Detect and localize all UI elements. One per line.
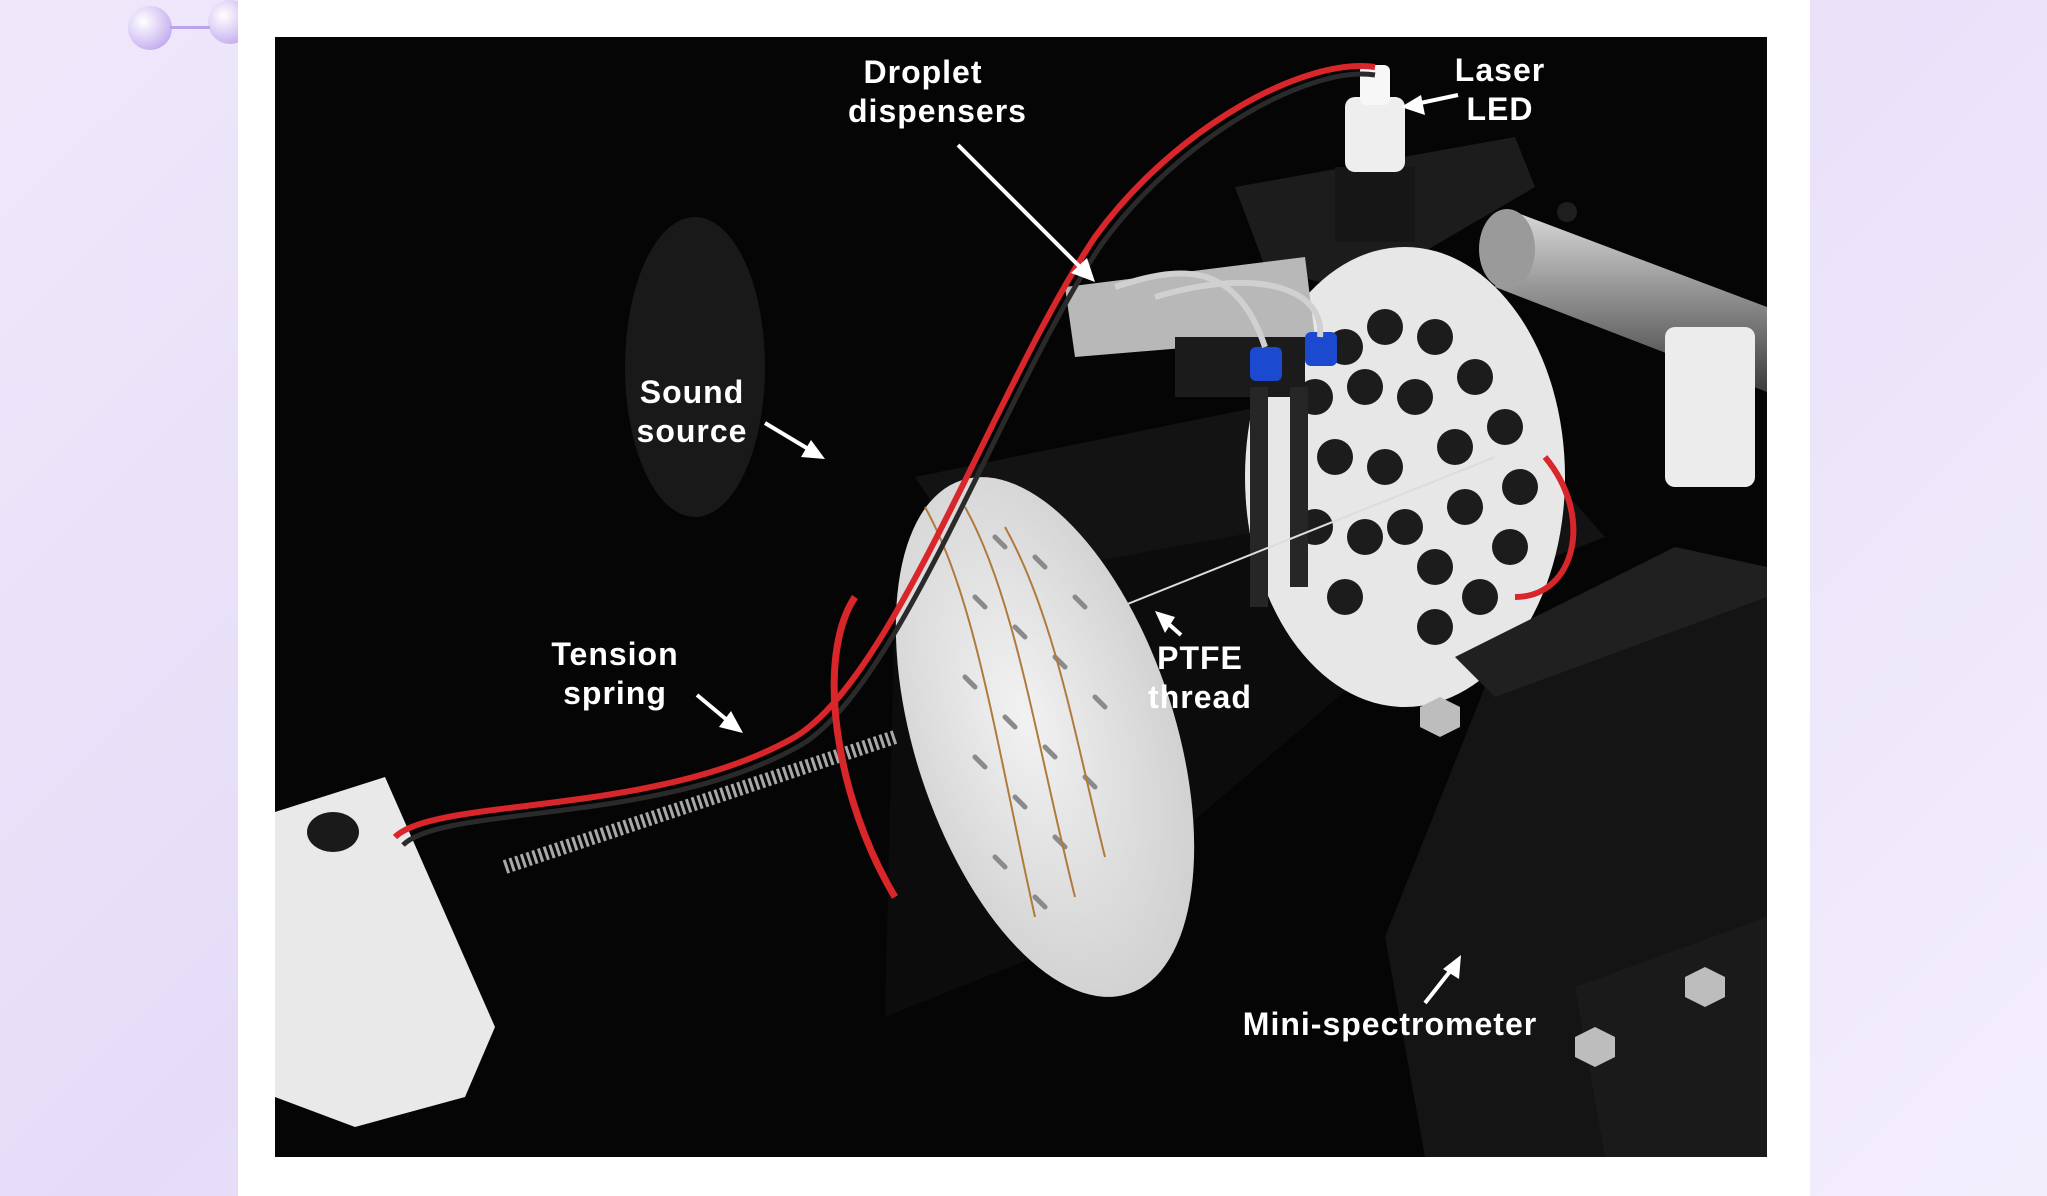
label-laser-led-line2: LED	[1466, 91, 1534, 127]
label-droplet-dispensers-line1: Droplet	[863, 54, 983, 90]
laser-tip	[1360, 65, 1390, 105]
reflected-array	[625, 217, 765, 517]
label-laser-led-line1: Laser	[1454, 52, 1546, 88]
laser-cap	[1345, 97, 1405, 172]
label-sound-source: Sound source	[627, 373, 757, 451]
label-mini-spectrometer-text: Mini-spectrometer	[1242, 1006, 1538, 1042]
red-wire-main	[392, 63, 1376, 840]
block-hole	[307, 812, 359, 852]
label-mini-spectrometer: Mini-spectrometer	[1225, 1005, 1555, 1044]
label-droplet-dispensers: Droplet dispensers	[848, 53, 1027, 131]
dispenser-post-2	[1290, 387, 1308, 587]
red-wire-lower	[830, 595, 899, 899]
sound-source-disk	[895, 477, 1195, 997]
white-mount-right	[1665, 327, 1755, 487]
dispenser-bracket	[1175, 337, 1305, 397]
dispenser-cap-2	[1305, 332, 1337, 366]
label-sound-source-line2: source	[636, 413, 748, 449]
label-ptfe-thread: PTFE thread	[1130, 639, 1270, 717]
deco-bubble-left	[128, 6, 172, 50]
label-tension-spring: Tension spring	[545, 635, 685, 713]
label-ptfe-thread-line2: thread	[1148, 679, 1252, 715]
label-laser-led: Laser LED	[1445, 51, 1555, 129]
label-droplet-dispensers-line2: dispensers	[848, 93, 1027, 129]
label-tension-spring-line1: Tension	[551, 636, 679, 672]
dispenser-post-1	[1250, 387, 1268, 607]
tension-spring	[502, 730, 898, 874]
black-wire-main	[401, 71, 1376, 847]
apparatus-illustration	[275, 63, 1767, 1157]
slide: Droplet dispensers Laser LED Sound sourc…	[238, 0, 1810, 1196]
dispenser-tubing	[1114, 270, 1324, 348]
spectrometer-top	[1455, 547, 1767, 697]
label-sound-source-line1: Sound	[639, 374, 745, 410]
laser-housing	[1335, 167, 1415, 242]
red-wire-right	[1514, 455, 1577, 600]
dispenser-cap-1	[1250, 347, 1282, 381]
apparatus-photo: Droplet dispensers Laser LED Sound sourc…	[275, 37, 1767, 1157]
white-block	[275, 777, 495, 1127]
hex-nuts	[1420, 697, 1725, 1067]
annotation-arrows	[695, 93, 1461, 1005]
label-ptfe-thread-line1: PTFE	[1157, 640, 1243, 676]
deco-link	[170, 26, 210, 29]
label-tension-spring-line2: spring	[563, 675, 667, 711]
rod-end	[1479, 209, 1535, 289]
rod-hole	[1557, 202, 1577, 222]
